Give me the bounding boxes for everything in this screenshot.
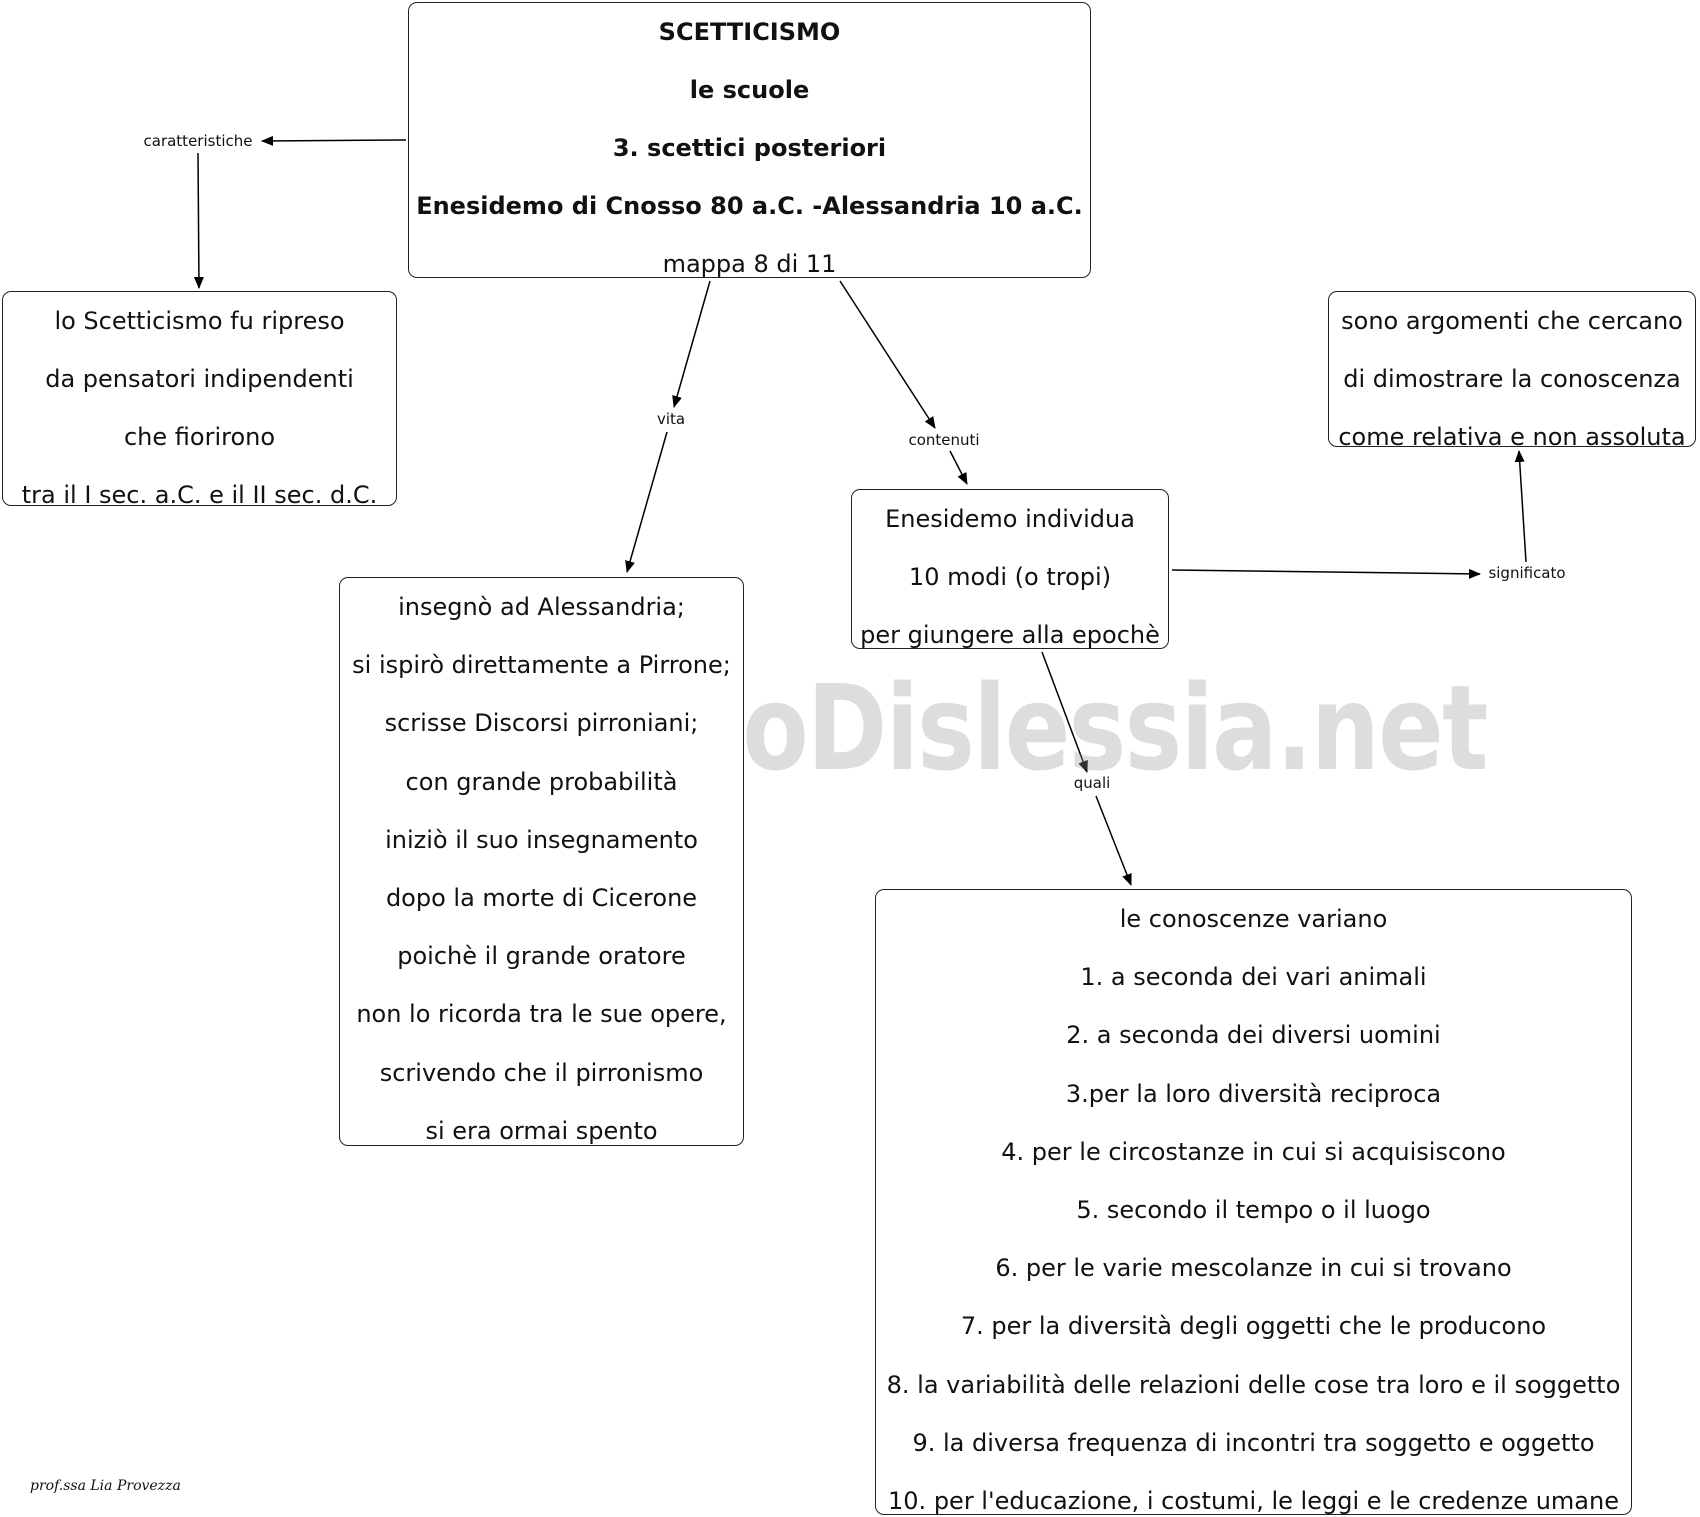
connector-title-caratteristiche: [261, 135, 407, 146]
node-significato: sono argomenti che cercano di dimostrare…: [1328, 291, 1696, 447]
node-vita-line: scrisse Discorsi pirroniani;: [384, 709, 699, 738]
node-modi-line: 1. a seconda dei vari animali: [1080, 963, 1427, 992]
node-ripreso-line: tra il I sec. a.C. e il II sec. d.C.: [21, 481, 378, 506]
node-significato-line: come relativa e non assoluta: [1338, 423, 1686, 447]
node-vita-line: dopo la morte di Cicerone: [385, 884, 698, 913]
node-modi-line: 3.per la loro diversità reciproca: [1065, 1079, 1442, 1108]
node-tropi: Enesidemo individua 10 modi (o tropi) pe…: [851, 489, 1169, 649]
node-title: SCETTICISMO le scuole 3. scettici poster…: [408, 2, 1091, 278]
node-modi-line: 6. per le varie mescolanze in cui si tro…: [995, 1254, 1512, 1283]
node-title-line: le scuole: [689, 76, 810, 104]
node-vita-line: con grande probabilità: [405, 767, 678, 796]
link-label-caratteristiche: caratteristiche: [140, 132, 256, 150]
node-title-line: Enesidemo di Cnosso 80 a.C. -Alessandria…: [416, 192, 1083, 220]
node-modi-line: 4. per le circostanze in cui si acquisis…: [1001, 1137, 1506, 1166]
node-modi-line: 8. la variabilità delle relazioni delle …: [886, 1370, 1621, 1399]
node-ripreso-line: da pensatori indipendenti: [45, 365, 354, 393]
node-modi-line: 9. la diversa frequenza di incontri tra …: [912, 1428, 1595, 1457]
node-vita-line: insegnò ad Alessandria;: [398, 593, 685, 621]
node-vita-line: si ispirò direttamente a Pirrone;: [352, 651, 731, 680]
connector-tropi-significato: [1171, 568, 1481, 579]
node-vita-line: poichè il grande oratore: [397, 942, 686, 971]
node-ripreso-line: lo Scetticismo fu ripreso: [54, 307, 345, 335]
node-modi: le conoscenze variano 1. a seconda dei v…: [875, 889, 1632, 1515]
connector-tropi-quali: [1041, 651, 1088, 773]
node-significato-line: di dimostrare la conoscenza: [1343, 365, 1681, 393]
node-tropi-line: per giungere alla epochè: [860, 621, 1160, 649]
node-significato-line: sono argomenti che cercano: [1341, 307, 1683, 335]
connector-title-contenuti: [839, 280, 936, 429]
node-title-line: SCETTICISMO: [658, 18, 841, 46]
connector-contenuti-tropi: [949, 450, 968, 485]
node-modi-line: 7. per la diversità degli oggetti che le…: [960, 1312, 1547, 1341]
node-modi-line: 10. per l'educazione, i costumi, le legg…: [888, 1487, 1619, 1515]
node-vita-line: non lo ricorda tra le sue opere,: [356, 1000, 727, 1029]
connector-title-vita: [672, 280, 711, 408]
link-label-vita: vita: [653, 410, 689, 428]
connector-significato-node: [1514, 450, 1527, 563]
node-ripreso-line: che fiorirono: [123, 423, 276, 451]
node-modi-line: 5. secondo il tempo o il luogo: [1076, 1196, 1431, 1225]
node-title-line: 3. scettici posteriori: [612, 134, 887, 162]
node-vita: insegnò ad Alessandria; si ispirò dirett…: [339, 577, 744, 1146]
link-label-significato: significato: [1485, 564, 1569, 582]
node-tropi-line: 10 modi (o tropi): [908, 563, 1112, 591]
node-modi-line: le conoscenze variano: [1119, 905, 1388, 933]
node-vita-line: scrivendo che il pirronismo: [379, 1058, 704, 1087]
node-title-line: mappa 8 di 11: [662, 250, 837, 278]
node-tropi-line: Enesidemo individua: [885, 505, 1135, 533]
node-modi-line: 2. a seconda dei diversi uomini: [1066, 1021, 1441, 1050]
node-vita-line: iniziò il suo insegnamento: [385, 825, 698, 854]
connector-quali-modi: [1095, 795, 1132, 886]
link-label-quali: quali: [1070, 774, 1114, 792]
author-signature: prof.ssa Lia Provezza: [30, 1478, 181, 1494]
connector-caratteristiche-ripreso: [193, 152, 204, 289]
connector-vita-node: [625, 431, 668, 573]
link-label-contenuti: contenuti: [905, 431, 983, 449]
node-ripreso: lo Scetticismo fu ripreso da pensatori i…: [2, 291, 397, 506]
node-vita-line: si era ormai spento: [425, 1116, 658, 1145]
